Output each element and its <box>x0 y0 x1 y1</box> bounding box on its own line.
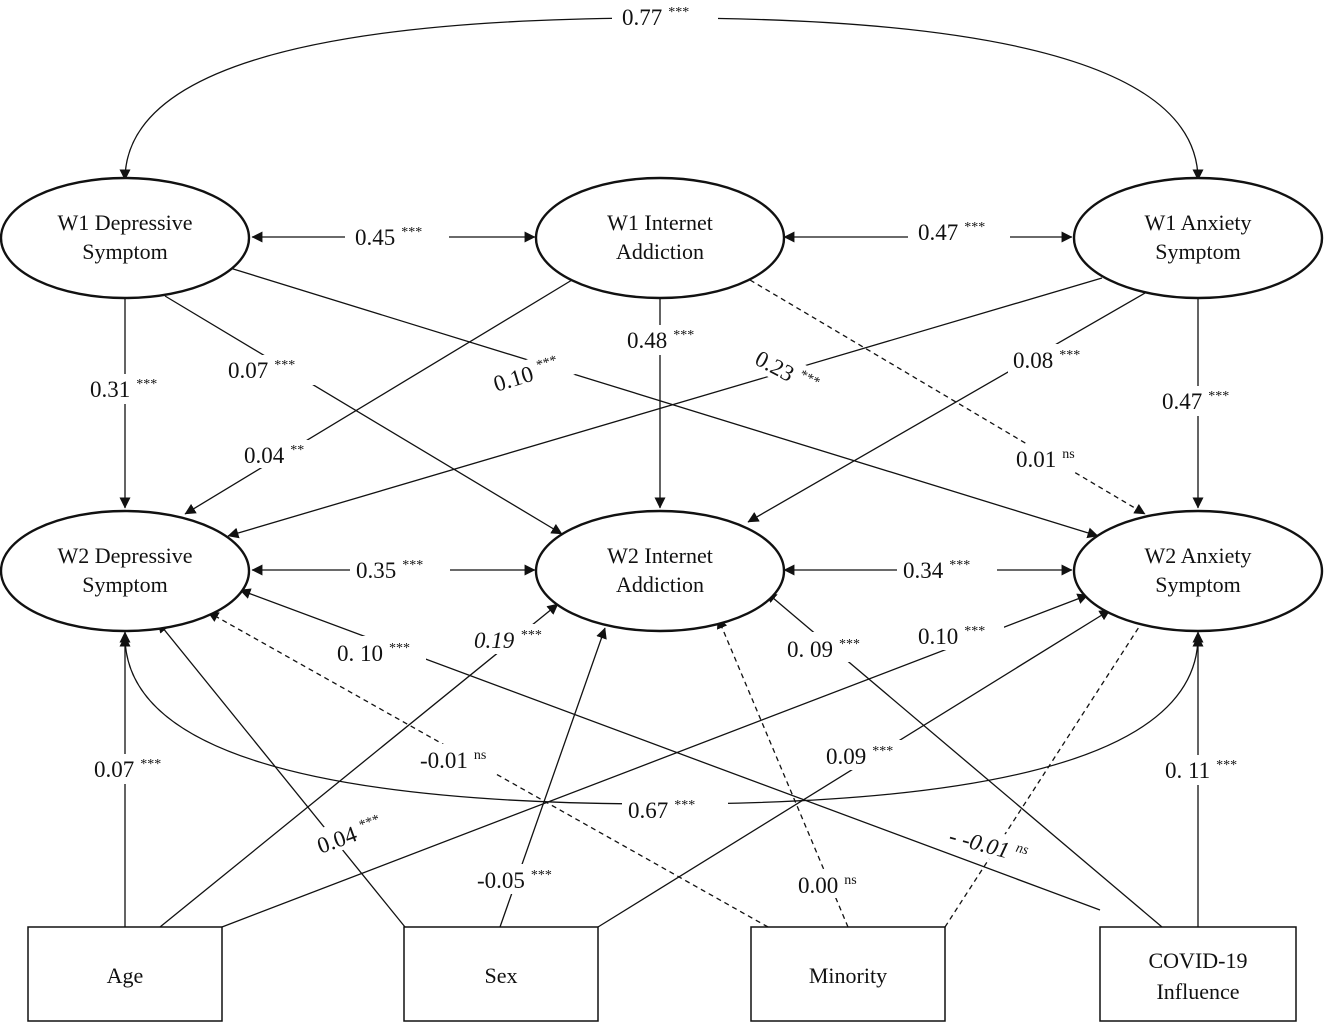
svg-text:Symptom: Symptom <box>82 239 168 264</box>
svg-text:W2 Anxiety: W2 Anxiety <box>1145 543 1252 568</box>
svg-text:COVID-19: COVID-19 <box>1149 948 1248 973</box>
svg-text:Age: Age <box>107 963 144 988</box>
edge-w2dep-w2anx <box>119 635 1204 805</box>
edge-w1dep-w2anx <box>229 267 1099 539</box>
label-w2dep-w2int: 0.35*** <box>350 555 450 585</box>
svg-text:Addiction: Addiction <box>616 572 704 597</box>
svg-text:0.47***: 0.47*** <box>1162 389 1229 414</box>
label-covid-w2anx: 0. 11*** <box>1160 755 1254 785</box>
svg-text:0.45***: 0.45*** <box>355 225 422 250</box>
svg-text:-0.05***: -0.05*** <box>477 868 552 893</box>
node-minority: Minority <box>750 926 946 1022</box>
edge-age-w2int <box>159 603 559 928</box>
edge-w1anx-w2dep <box>227 277 1103 539</box>
edges <box>119 17 1204 928</box>
svg-text:0.35***: 0.35*** <box>356 558 423 583</box>
node-w1-internet-addiction: W1 Internet Addiction <box>534 176 786 300</box>
label-w2int-w2anx: 0.34*** <box>897 555 997 585</box>
label-age-w2dep: 0.07*** <box>88 754 184 784</box>
label-sex-w2dep: 0.04*** <box>308 803 398 860</box>
label-w2dep-w2anx-arc-sex: 0.09*** <box>822 740 912 770</box>
label-w1int-w2dep: 0.04** <box>240 440 330 468</box>
node-covid-19-influence: COVID-19 Influence <box>1099 926 1297 1022</box>
svg-text:0.34***: 0.34*** <box>903 558 970 583</box>
svg-text:0.08***: 0.08*** <box>1013 348 1080 373</box>
svg-text:Symptom: Symptom <box>1155 572 1241 597</box>
node-w1-anxiety-symptom: W1 Anxiety Symptom <box>1072 176 1324 300</box>
svg-text:0.07***: 0.07*** <box>94 757 161 782</box>
edge-sex-w2dep <box>157 621 406 928</box>
edge-w1int-w2anx <box>749 279 1146 515</box>
svg-text:0.47***: 0.47*** <box>918 220 985 245</box>
label-w1int-w2int: 0.48*** <box>622 325 718 355</box>
svg-text:0.67***: 0.67*** <box>628 798 695 823</box>
edge-minority-w2anx <box>944 609 1151 928</box>
svg-text:0.10***: 0.10*** <box>918 624 985 649</box>
edge-w1anx-w2int <box>747 292 1146 523</box>
edge-age-w2anx <box>221 593 1089 928</box>
label-w1int-w1anx: 0.47*** <box>908 217 1010 247</box>
svg-text:0.48***: 0.48*** <box>627 328 694 353</box>
svg-text:Minority: Minority <box>809 963 887 988</box>
svg-text:W1 Internet: W1 Internet <box>607 210 713 235</box>
svg-text:0.31***: 0.31*** <box>90 377 157 402</box>
label-w1dep-w2int: 0.07*** <box>222 355 322 385</box>
edge-labels: 0.77*** 0.45*** 0.47*** 0.31*** 0.07*** … <box>84 2 1254 898</box>
label-w1anx-w2anx: 0.47*** <box>1157 386 1251 416</box>
node-sex: Sex <box>403 926 599 1022</box>
svg-text:W2 Internet: W2 Internet <box>607 543 713 568</box>
svg-text:0. 09***: 0. 09*** <box>787 637 860 662</box>
node-age: Age <box>27 926 223 1022</box>
svg-text:Symptom: Symptom <box>1155 239 1241 264</box>
edge-minority-w2dep <box>207 611 769 928</box>
edge-w1dep-w2int <box>164 295 563 535</box>
label-age-w2anx: 0.10*** <box>914 620 1004 650</box>
node-w2-anxiety-symptom: W2 Anxiety Symptom <box>1072 509 1324 633</box>
svg-text:0. 10***: 0. 10*** <box>337 641 410 666</box>
svg-text:0.77***: 0.77*** <box>622 5 689 30</box>
svg-text:W2 Depressive: W2 Depressive <box>57 543 192 568</box>
label-w1anx-w2dep: 0.23*** <box>747 341 837 407</box>
svg-text:Influence: Influence <box>1156 979 1239 1004</box>
label-w1dep-w1anx: 0.77*** <box>612 2 718 30</box>
svg-text:0.19***: 0.19*** <box>474 628 541 653</box>
edge-w1int-w2dep <box>184 279 573 515</box>
label-w2dep-w2anx: 0.67*** <box>622 795 728 825</box>
svg-text:0.04**: 0.04** <box>244 443 304 468</box>
node-w2-depressive-symptom: W2 Depressive Symptom <box>0 509 251 633</box>
nodes: W1 Depressive Symptom W1 Internet Addict… <box>0 176 1324 1022</box>
label-sex-w2int: -0.05*** <box>472 864 576 894</box>
label-covid-w2dep: 0. 10*** <box>332 636 426 666</box>
label-w1dep-w1int: 0.45*** <box>345 222 449 252</box>
svg-text:0.09***: 0.09*** <box>826 744 893 769</box>
svg-text:W1 Depressive: W1 Depressive <box>57 210 192 235</box>
svg-text:Sex: Sex <box>485 963 518 988</box>
node-w2-internet-addiction: W2 Internet Addiction <box>534 509 786 633</box>
svg-text:Addiction: Addiction <box>616 239 704 264</box>
label-covid-w2int: 0. 09*** <box>782 632 876 662</box>
label-w1dep-w2dep: 0.31*** <box>84 374 184 404</box>
node-w1-depressive-symptom: W1 Depressive Symptom <box>0 176 251 300</box>
label-w1anx-w2int: 0.08*** <box>1008 344 1098 374</box>
label-age-w2int: 0.19*** <box>470 624 560 654</box>
svg-text:W1 Anxiety: W1 Anxiety <box>1145 210 1252 235</box>
svg-text:0.07***: 0.07*** <box>228 358 295 383</box>
edge-w1dep-w1anx <box>119 17 1204 181</box>
svg-text:0. 11***: 0. 11*** <box>1165 758 1237 783</box>
svg-text:Symptom: Symptom <box>82 572 168 597</box>
